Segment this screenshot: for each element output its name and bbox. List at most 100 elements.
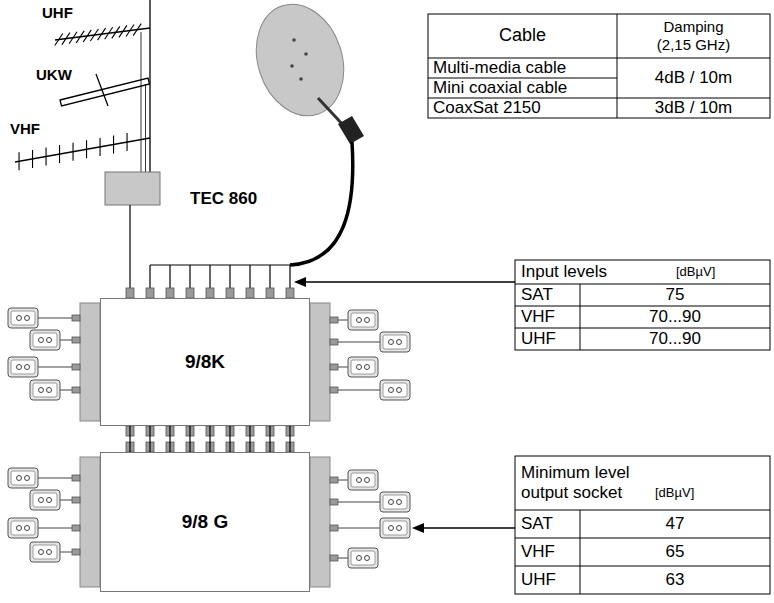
socket-cable bbox=[38, 478, 72, 479]
wall-socket bbox=[25, 526, 30, 531]
wall-socket bbox=[397, 340, 402, 345]
output-table-grid bbox=[515, 538, 770, 539]
output-connector bbox=[330, 525, 338, 531]
satellite-dish bbox=[299, 77, 303, 81]
socket-cable bbox=[60, 552, 72, 553]
output-connector bbox=[330, 387, 338, 393]
f-connector bbox=[266, 288, 274, 298]
switch-label: 9/8 G bbox=[182, 511, 228, 533]
terrestrial-amplifier bbox=[129, 205, 130, 288]
input-table-grid bbox=[515, 260, 770, 350]
output-connector bbox=[72, 497, 80, 503]
output-connector bbox=[72, 475, 80, 481]
wall-socket bbox=[39, 388, 44, 393]
wall-socket bbox=[33, 383, 57, 397]
sat-input-cable bbox=[289, 265, 290, 288]
vhf-antenna bbox=[73, 143, 74, 161]
antenna-label: UHF bbox=[42, 2, 102, 24]
socket-cable bbox=[338, 390, 380, 391]
socket-cable bbox=[38, 318, 72, 319]
satellite-dish bbox=[290, 64, 294, 68]
wall-socket bbox=[365, 365, 370, 370]
device-label: TEC 860 bbox=[190, 187, 300, 211]
wall-socket bbox=[25, 365, 30, 370]
satellite-dish bbox=[242, 0, 357, 127]
satellite-dish bbox=[150, 0, 364, 265]
wall-socket bbox=[380, 332, 410, 352]
sat-input-cable bbox=[269, 265, 270, 288]
wall-socket bbox=[351, 360, 375, 374]
wall-socket bbox=[348, 310, 378, 330]
sat-input-cable bbox=[149, 265, 150, 288]
output-connector bbox=[72, 549, 80, 555]
wall-socket bbox=[17, 365, 22, 370]
wall-socket bbox=[30, 490, 60, 510]
wall-socket bbox=[357, 318, 362, 323]
wall-socket bbox=[11, 521, 35, 535]
terrestrial-amplifier bbox=[105, 172, 160, 288]
wall-socket bbox=[30, 380, 60, 400]
wall-socket bbox=[348, 357, 378, 377]
vhf-antenna bbox=[113, 135, 114, 153]
wall-socket bbox=[25, 316, 30, 321]
pointer-arrow bbox=[294, 277, 306, 287]
table-header: Damping (2,15 GHz) bbox=[617, 14, 770, 58]
antenna-mast bbox=[15, 138, 150, 162]
wall-socket bbox=[47, 550, 52, 555]
wall-socket bbox=[348, 470, 378, 490]
vhf-antenna bbox=[18, 152, 19, 170]
socket-cable bbox=[338, 528, 380, 529]
socket-cable bbox=[60, 340, 72, 341]
pointer-arrow bbox=[412, 523, 424, 533]
table-header: Minimum level output socket bbox=[521, 458, 661, 508]
uhf-antenna bbox=[76, 31, 84, 43]
uhf-antenna bbox=[98, 28, 106, 40]
table-cell: 65 bbox=[580, 538, 770, 566]
socket-cable bbox=[338, 320, 348, 321]
switch-brackets bbox=[310, 303, 330, 421]
table-cell: VHF bbox=[521, 538, 580, 566]
wall-socket bbox=[11, 360, 35, 374]
table-cell: VHF bbox=[521, 306, 580, 328]
output-table-grid bbox=[515, 456, 770, 594]
wall-socket bbox=[30, 380, 60, 400]
wall-socket bbox=[47, 388, 52, 393]
wall-socket bbox=[33, 493, 57, 507]
antenna-label: UKW bbox=[36, 64, 96, 86]
table-cell: UHF bbox=[521, 328, 580, 350]
f-connector bbox=[246, 288, 254, 298]
socket-cable bbox=[60, 500, 72, 501]
table-cell: Multi-media cable bbox=[433, 58, 617, 78]
pointer-arrow bbox=[422, 527, 515, 528]
wall-socket bbox=[351, 473, 375, 487]
trunk-cable-line bbox=[189, 426, 190, 452]
antenna-mast bbox=[141, 32, 142, 172]
uhf-antenna bbox=[55, 24, 141, 46]
wall-socket bbox=[17, 316, 22, 321]
f-connector bbox=[126, 288, 134, 298]
uhf-antenna bbox=[55, 34, 63, 46]
socket-cable bbox=[338, 367, 348, 368]
input-table-grid bbox=[515, 260, 770, 350]
output-connector bbox=[72, 337, 80, 343]
wall-socket bbox=[397, 526, 402, 531]
wall-socket bbox=[39, 338, 44, 343]
wall-socket bbox=[357, 365, 362, 370]
cable-table-grid bbox=[428, 14, 770, 118]
wall-socket bbox=[33, 545, 57, 559]
sat-input-cable bbox=[249, 265, 250, 288]
socket-cable bbox=[338, 480, 348, 481]
wall-socket bbox=[11, 311, 35, 325]
socket-cable bbox=[338, 558, 348, 559]
socket-cable bbox=[338, 342, 380, 343]
terrestrial-amplifier bbox=[105, 172, 160, 205]
trunk-cable-line bbox=[129, 426, 130, 452]
table-cell: Mini coaxial cable bbox=[433, 78, 617, 98]
table-cell: 70...90 bbox=[580, 306, 770, 328]
wall-socket bbox=[389, 526, 394, 531]
switch-brackets bbox=[80, 457, 100, 587]
sat-input-cable bbox=[229, 265, 230, 288]
table-header: Cable bbox=[428, 14, 617, 58]
multiswitch-box: 9/8K bbox=[100, 298, 310, 426]
